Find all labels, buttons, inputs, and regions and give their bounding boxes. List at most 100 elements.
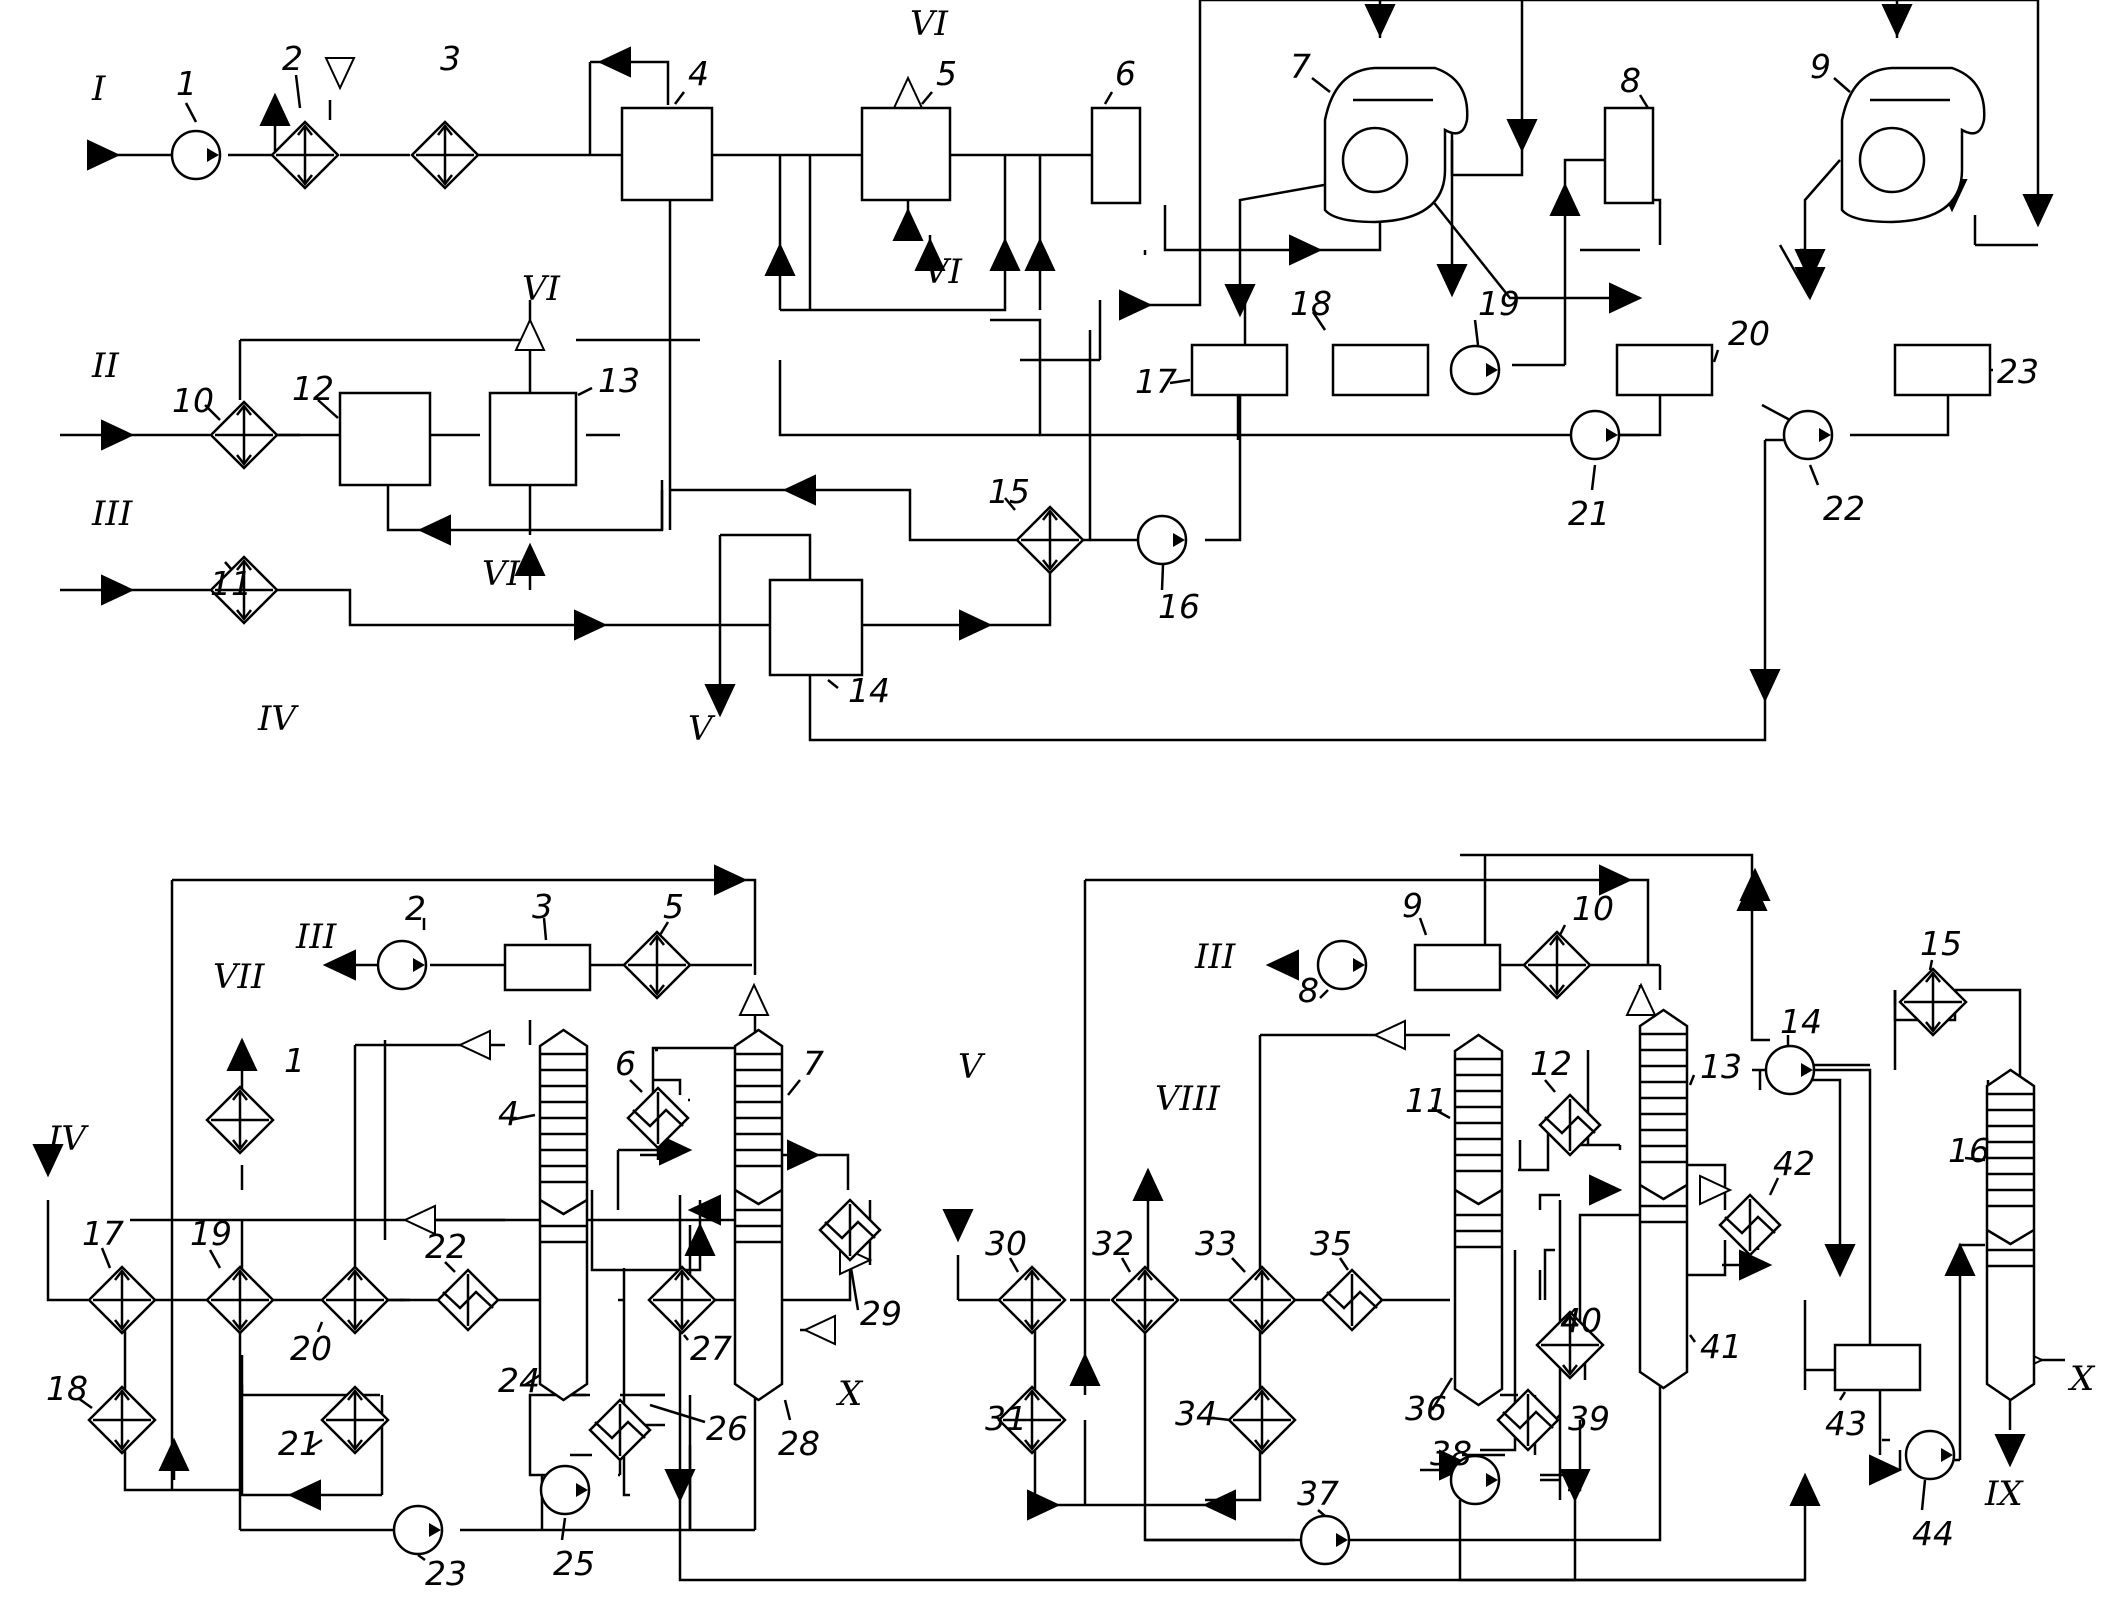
heat-exchanger-icon [410,120,480,190]
flow-arrow [1132,1167,1164,1201]
flow-arrow [1364,4,1396,38]
pipe [444,1261,456,1273]
pipe [524,1373,541,1387]
flow-arrow [714,864,748,896]
item-label: 2 [405,889,426,928]
item-label: 10 [1572,889,1614,928]
pipe [990,318,1640,437]
cooler-icon [1320,1268,1384,1332]
stream-label: VI [482,554,521,594]
pipe [1688,1334,1697,1343]
pipe [542,917,548,941]
flow-arrow [597,46,631,78]
pipe [783,1399,792,1421]
pipe [560,1517,567,1541]
vessel-icon [1603,106,1655,205]
cooler-icon [818,1198,882,1262]
column-icon [1638,1008,1689,1390]
item-label: 35 [1310,1224,1352,1263]
flow-arrow [1794,249,1826,283]
heat-exchanger-icon [205,1085,275,1155]
item-label: 17 [82,1214,124,1253]
heat-exchanger-icon [320,1265,390,1335]
heat-exchanger-icon [205,1265,275,1335]
item-label: 15 [1920,924,1962,963]
column-icon [733,1028,784,1402]
pipe [509,1113,536,1122]
flow-arrow [959,609,993,641]
item-label: 9 [1810,47,1831,86]
pipe [1620,395,1662,437]
item-label: 23 [425,1554,467,1593]
item-label: 43 [1825,1404,1867,1443]
heat-exchanger-icon [209,400,279,470]
item-label: 7 [1290,47,1311,86]
vessel-icon [768,578,864,677]
pipe [240,338,532,395]
item-label: 25 [553,1544,595,1583]
item-label: 15 [988,472,1030,511]
pump-icon [392,1504,444,1556]
pipe [1800,1078,1842,1250]
item-label: 39 [1568,1399,1610,1438]
flow-arrow [659,1134,693,1166]
flow-arrow [1265,949,1299,981]
item-label: 26 [706,1409,748,1448]
pipe [1004,497,1016,511]
heat-exchanger-icon [320,1385,390,1455]
flow-arrow [1824,1244,1856,1278]
item-label: 3 [532,887,553,926]
stream-label: V [688,709,716,749]
heat-exchanger-icon [1227,1265,1297,1335]
vessel-icon [338,391,432,487]
stream-label: IX [1984,1474,2024,1514]
pipe [1473,319,1480,346]
open-arrow [457,1029,491,1061]
flow-arrow [1549,182,1581,216]
open-arrow [1625,982,1657,1016]
item-label: 13 [598,361,640,400]
flow-arrow [687,1194,721,1226]
vessel-icon [1833,1343,1922,1392]
pipe [848,1261,860,1311]
pipe [590,1190,702,1272]
item-label: 1 [176,64,197,103]
pipe [1808,464,1820,486]
flow-arrow [1119,289,1153,321]
item-label: 11 [210,564,252,603]
flow-arrow [322,949,356,981]
pipe [1920,1479,1927,1511]
item-label: 3 [440,39,461,78]
item-label: 23 [1997,352,2039,391]
cooler-icon [1718,1193,1782,1257]
open-arrow [892,75,924,109]
vessel-icon [1331,343,1430,397]
stream-label: III [295,917,337,957]
flow-arrow [1869,1454,1903,1486]
flow-arrow [1944,1242,1976,1276]
flow-arrow [574,609,608,641]
item-label: 32 [1092,1224,1134,1263]
vessel-icon [1413,943,1502,992]
pipe [294,74,302,109]
pipe [1768,1177,1780,1196]
flow-arrow [782,474,816,506]
pipe [1231,1257,1246,1273]
pipe [1458,1500,1575,1582]
item-label: 20 [1728,314,1770,353]
flow-arrow [1994,1434,2026,1468]
pipe [651,1046,740,1100]
flow-arrow [1739,1249,1773,1281]
column-icon [1985,1068,2036,1402]
pipe [720,533,812,580]
flow-arrow [942,1209,974,1243]
item-label: 22 [425,1227,467,1266]
pipe [827,679,839,689]
flow-arrow [1069,1352,1101,1386]
item-label: 40 [1560,1301,1602,1340]
pipe [1638,94,1650,109]
pipe [1538,1193,1560,1210]
flow-arrow [1881,4,1913,38]
heat-exchanger-icon [622,930,692,1000]
